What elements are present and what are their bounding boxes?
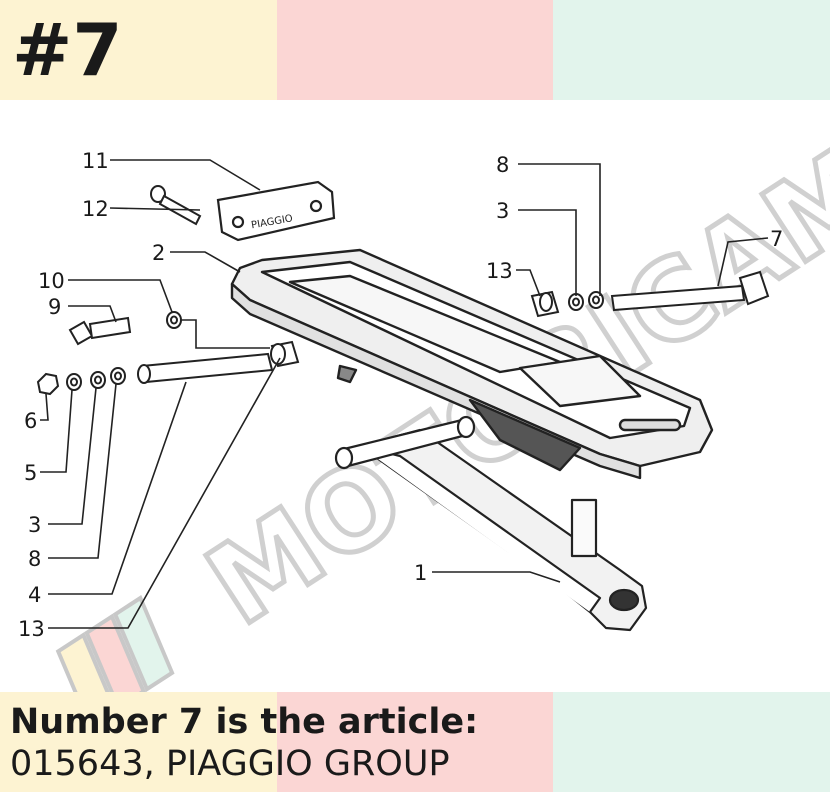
reference-number: #7 xyxy=(12,8,123,92)
callout-2: 2 xyxy=(152,241,165,265)
callout-3: 3 xyxy=(28,513,41,537)
callout-5: 5 xyxy=(24,461,37,485)
piaggio-plate: PIAGGIO xyxy=(216,180,336,242)
luggage-rack xyxy=(230,248,714,480)
callout-10: 10 xyxy=(38,269,65,293)
callout-3-right: 3 xyxy=(496,199,509,223)
callout-13: 13 xyxy=(18,617,45,641)
callout-6: 6 xyxy=(24,409,37,433)
callout-9: 9 xyxy=(48,295,61,319)
callout-11: 11 xyxy=(82,149,109,173)
footer-color-band xyxy=(0,692,830,792)
right-hardware xyxy=(530,270,770,318)
callout-8-right: 8 xyxy=(496,153,509,177)
caption-heading: Number 7 is the article: xyxy=(10,702,479,742)
callout-12: 12 xyxy=(82,197,109,221)
callout-labels: 11 12 2 10 9 6 5 3 8 4 13 1 8 3 13 7 xyxy=(18,149,783,641)
header-color-band xyxy=(0,0,830,100)
leader-lines xyxy=(40,159,769,629)
callout-7: 7 xyxy=(770,227,783,251)
carrier-bracket xyxy=(334,415,648,632)
exploded-parts-diagram: MOTORICAMBIA xyxy=(18,100,830,692)
callout-1: 1 xyxy=(414,561,427,585)
callout-4: 4 xyxy=(28,583,41,607)
caption-article: 015643, PIAGGIO GROUP xyxy=(10,744,450,784)
callout-13-right: 13 xyxy=(486,259,513,283)
callout-8: 8 xyxy=(28,547,41,571)
